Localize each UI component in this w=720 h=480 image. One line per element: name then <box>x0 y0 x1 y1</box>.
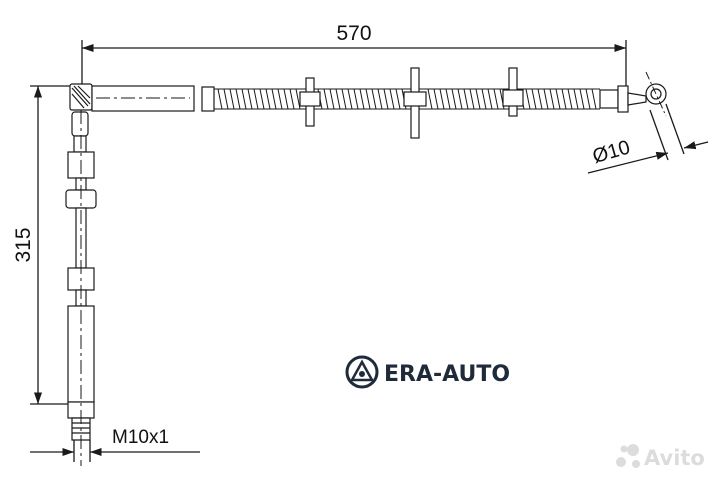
eye-ext-2 <box>665 103 685 155</box>
era-auto-logo: ERA-AUTO <box>345 355 510 389</box>
end-ferrule <box>599 89 619 109</box>
vertical-hose <box>65 110 97 466</box>
bracket-1 <box>299 77 321 127</box>
neck-ring <box>71 111 89 137</box>
dimension-thread <box>30 440 200 462</box>
diameter-leader <box>587 151 669 174</box>
avito-text: Avito <box>644 446 705 470</box>
era-logo-icon <box>345 355 379 389</box>
dimension-diameter <box>587 103 709 174</box>
era-auto-text: ERA-AUTO <box>384 362 510 387</box>
banjo-eye-hole <box>650 88 662 100</box>
dimension-570 <box>81 40 627 88</box>
neck-ring-2 <box>73 135 87 153</box>
crimp-ferrule <box>201 86 215 112</box>
end-collar <box>617 85 629 113</box>
label-570: 570 <box>336 22 371 45</box>
era-logo-triangle <box>349 359 375 382</box>
diameter-arrow-2 <box>683 141 709 150</box>
horizontal-hose <box>69 67 667 139</box>
bracket-2 <box>403 67 427 139</box>
eye-ext-1 <box>649 109 669 161</box>
label-315: 315 <box>12 227 35 262</box>
elbow-thread <box>71 85 91 109</box>
eye-stem <box>627 92 647 106</box>
bracket-3 <box>502 67 524 117</box>
avito-watermark: Avito <box>616 444 705 470</box>
label-thread: M10x1 <box>112 427 169 448</box>
